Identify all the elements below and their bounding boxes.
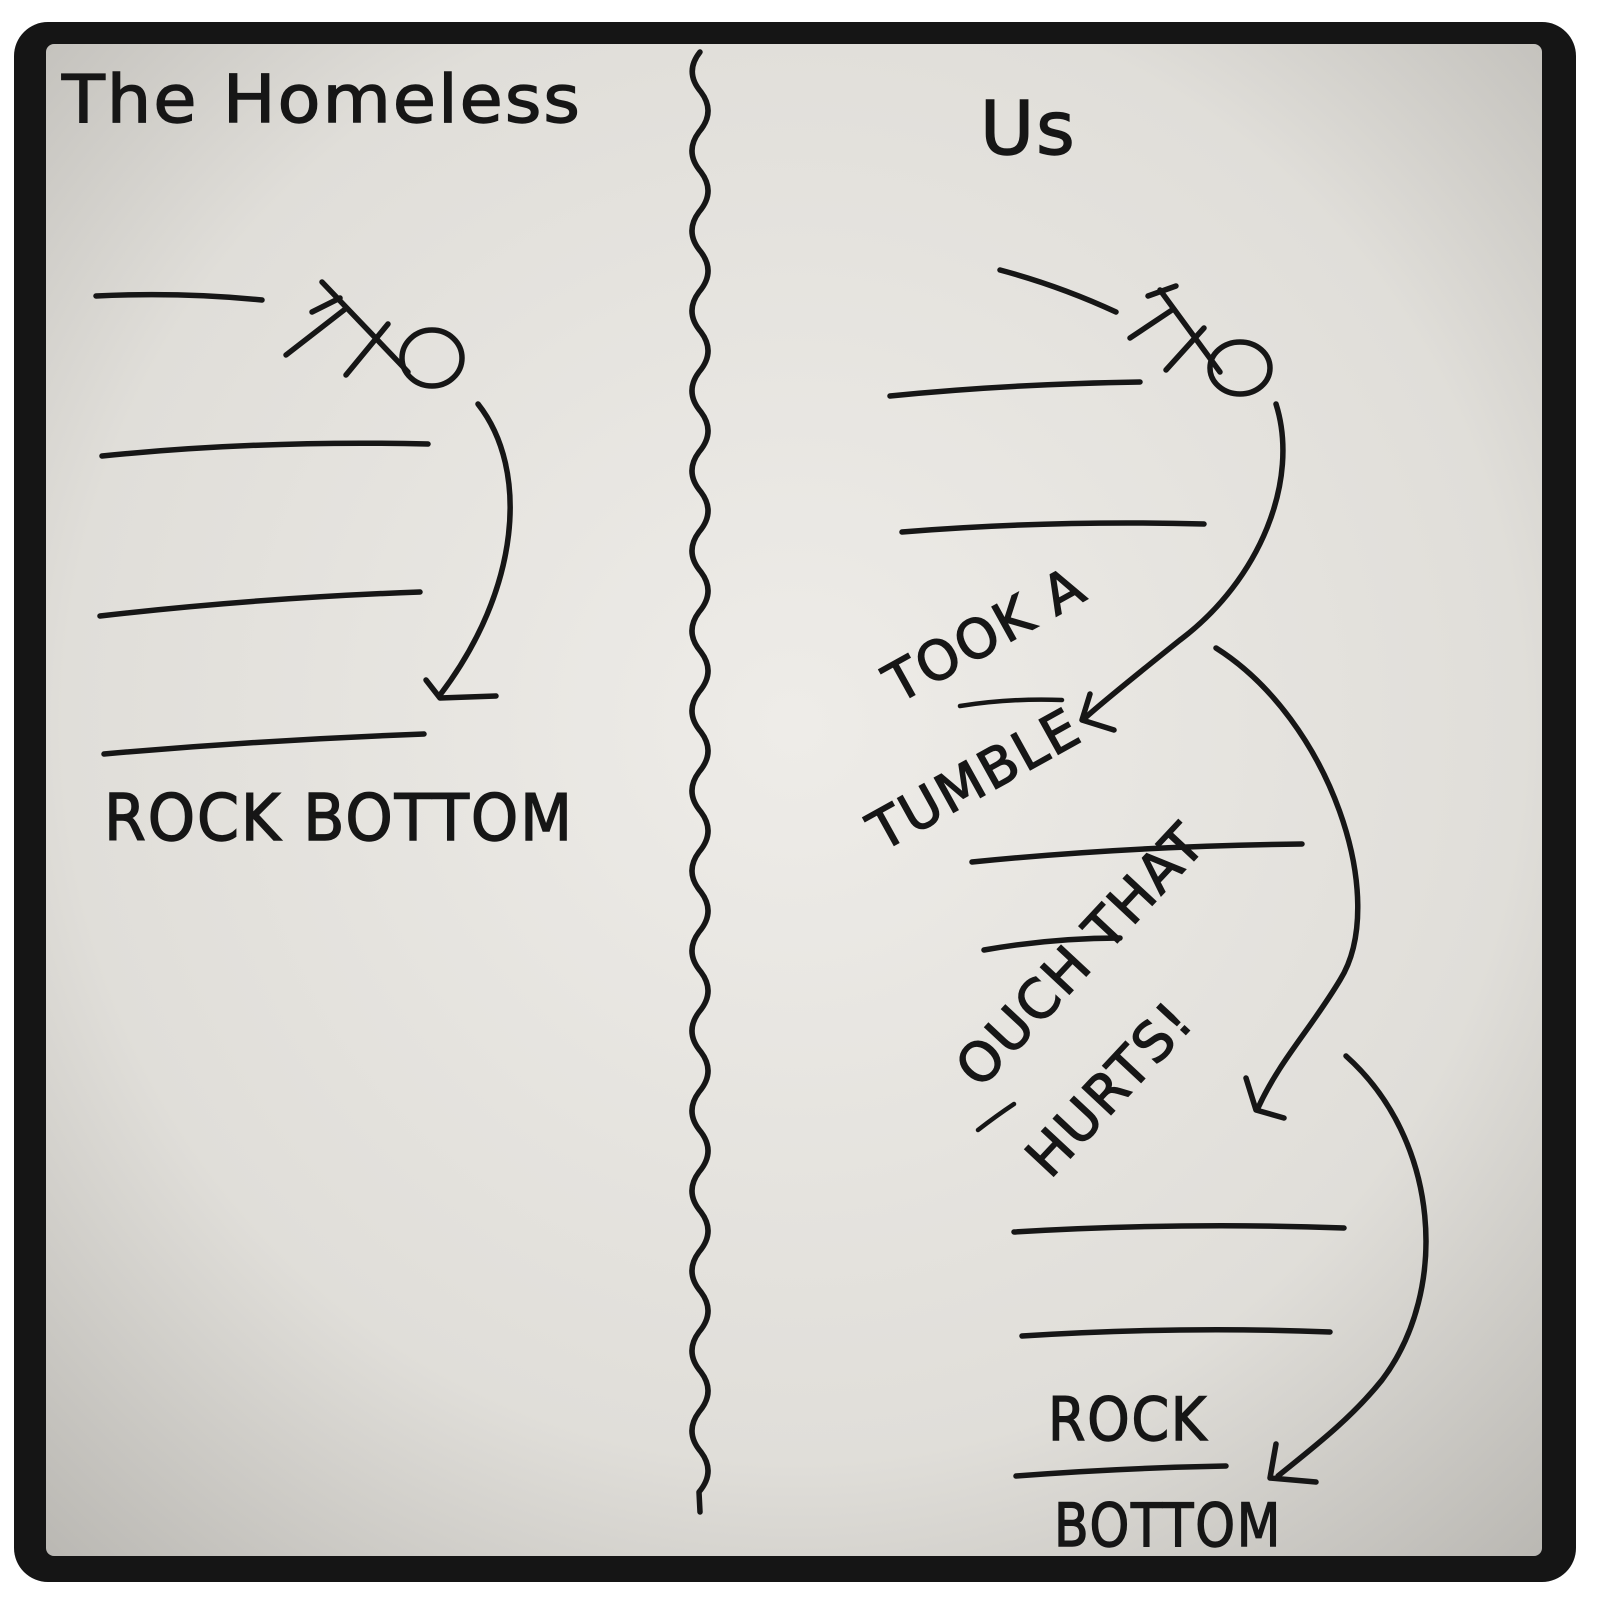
curved-arrow-icon xyxy=(423,401,513,701)
paper xyxy=(46,44,1542,1556)
stick-figure-falling-icon xyxy=(1127,283,1273,397)
right-ledge-9 xyxy=(1019,1327,1333,1339)
left-rock-bottom-line xyxy=(101,731,427,757)
left-panel-title: The Homeless xyxy=(61,61,582,138)
left-ledge-1 xyxy=(93,291,265,303)
right-rock-bottom-line xyxy=(1013,1463,1229,1479)
stick-figure-falling-icon xyxy=(283,279,465,389)
right-ledge-5 xyxy=(969,841,1305,865)
right-ledge-6 xyxy=(981,935,1123,953)
left-ledge-2 xyxy=(99,440,431,459)
right-ledge-3 xyxy=(899,520,1207,535)
right-rock-bottom-line-2: BOTTOM xyxy=(1054,1491,1282,1561)
curved-arrow-icon xyxy=(1213,645,1361,1121)
left-panel: The Homeless ROCK BOTTOM xyxy=(60,60,582,856)
right-ledge-1 xyxy=(997,267,1119,315)
curved-arrow-icon xyxy=(1079,401,1286,733)
right-rock-bottom-label: ROCK BOTTOM xyxy=(1013,1384,1282,1562)
left-ledge-3 xyxy=(97,589,423,619)
right-ledge-8 xyxy=(1011,1223,1347,1235)
right-ledge-4 xyxy=(957,697,1065,709)
right-ledge-7 xyxy=(975,1101,1017,1133)
curved-arrow-icon xyxy=(1267,1053,1429,1485)
right-ledge-2 xyxy=(887,379,1143,399)
panel-divider xyxy=(689,49,711,1515)
right-rock-bottom-line-1: ROCK xyxy=(1048,1385,1208,1455)
right-panel-title: Us xyxy=(980,86,1077,172)
left-rock-bottom-label: ROCK BOTTOM xyxy=(104,782,574,856)
